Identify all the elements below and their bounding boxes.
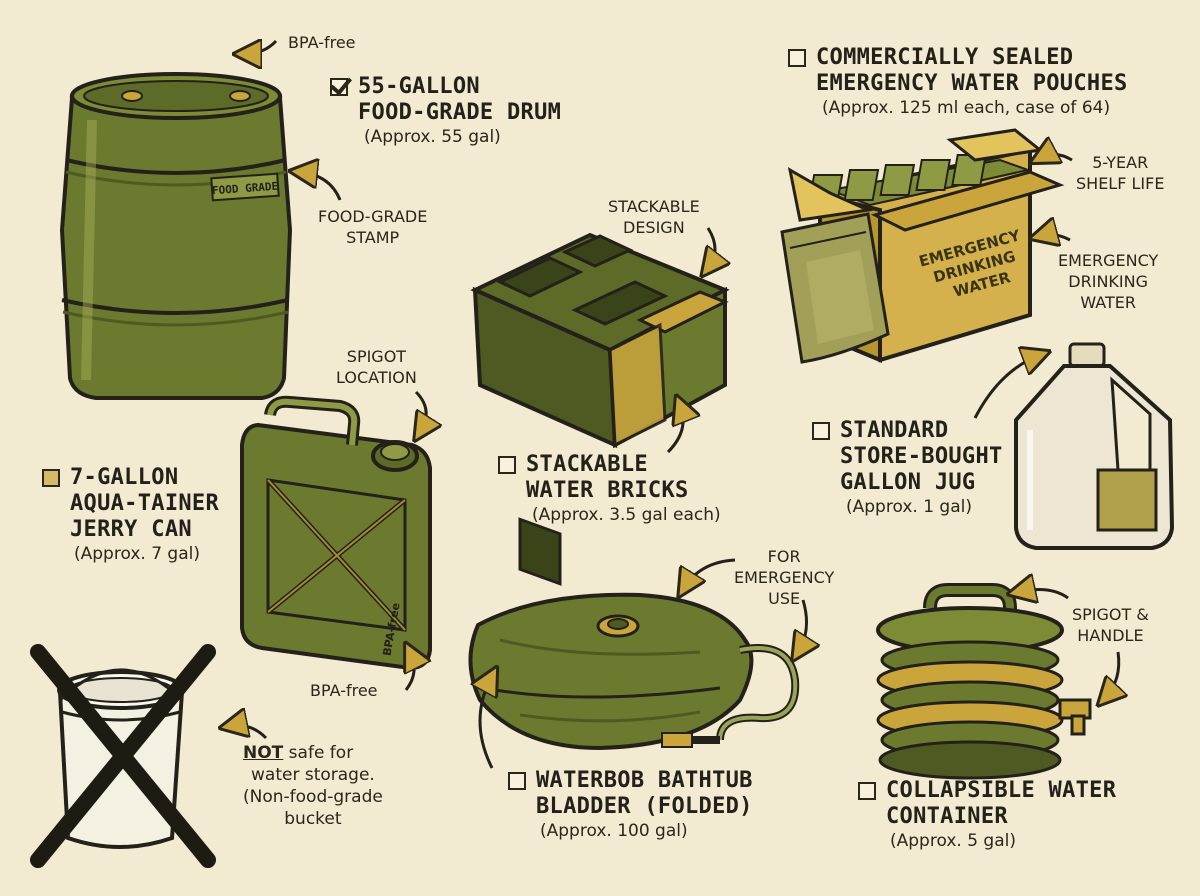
note-shelf-life: 5-YEAR SHELF LIFE [1076,153,1165,193]
bricks-title: STACKABLE WATER BRICKS [526,452,689,503]
item-collapsible: COLLAPSIBLE WATER CONTAINER (Approx. 5 g… [858,778,1116,852]
item-jug: STANDARD STORE-BOUGHT GALLON JUG (Approx… [812,418,1003,518]
waterbob-title: WATERBOB BATHTUB BLADDER (FOLDED) [536,768,753,819]
food-grade-label: FOOD GRADE [212,180,279,198]
pouches-checkbox[interactable] [788,49,806,67]
bucket-warning: NOT safe for water storage. (Non-food-gr… [243,742,383,830]
jug-checkbox[interactable] [812,422,830,440]
jerry-can-title: 7-GALLON AQUA-TAINER JERRY CAN [70,465,219,542]
note-spigot-handle: SPIGOT & HANDLE [1072,605,1149,645]
jerry-can-capacity: (Approx. 7 gal) [74,544,200,564]
jerry-can-checkbox[interactable] [42,469,60,487]
warning-line2: water storage. [251,765,375,785]
warning-not: NOT [243,743,284,763]
note-for-emergency-use: FOR EMERGENCY USE [734,547,835,608]
jerry-can-illustration: BPA-free [240,395,432,671]
jug-title: STANDARD STORE-BOUGHT GALLON JUG [840,418,1003,495]
item-jerry-can: 7-GALLON AQUA-TAINER JERRY CAN (Approx. … [42,465,219,565]
drum-title: 55-GALLON FOOD-GRADE DRUM [358,74,562,125]
drum-checkbox[interactable] [330,78,348,96]
waterbob-checkbox[interactable] [508,772,526,790]
warning-line3: (Non-food-grade [243,787,383,807]
pouches-title: COMMERCIALLY SEALED EMERGENCY WATER POUC… [816,45,1128,96]
gallon-jug-illustration [1014,342,1175,550]
jug-capacity: (Approx. 1 gal) [846,497,972,517]
collapsible-capacity: (Approx. 5 gal) [890,831,1016,851]
item-bricks: STACKABLE WATER BRICKS (Approx. 3.5 gal … [498,452,721,526]
note-spigot-location: SPIGOT LOCATION [336,347,417,387]
note-emergency-water: EMERGENCY DRINKING WATER [1058,251,1159,312]
warning-line4: bucket [284,809,342,829]
item-pouches: COMMERCIALLY SEALED EMERGENCY WATER POUC… [788,45,1128,119]
note-stackable-design: STACKABLE DESIGN [608,197,700,237]
water-bricks-illustration [470,232,730,586]
drum-illustration: FOOD GRADE [59,72,293,400]
pouches-capacity: (Approx. 125 ml each, case of 64) [822,98,1111,118]
warning-line1: safe for [283,743,354,763]
drum-capacity: (Approx. 55 gal) [364,127,501,147]
item-waterbob: WATERBOB BATHTUB BLADDER (FOLDED) (Appro… [508,768,753,842]
cross-out-mark [30,644,216,868]
collapsible-container-illustration [876,583,1092,780]
waterbob-illustration [468,592,800,751]
waterbob-capacity: (Approx. 100 gal) [540,821,688,841]
pouches-box-illustration: EMERGENCY DRINKING WATER [780,128,1065,364]
item-drum: 55-GALLON FOOD-GRADE DRUM (Approx. 55 ga… [330,74,561,148]
collapsible-checkbox[interactable] [858,782,876,800]
bricks-checkbox[interactable] [498,456,516,474]
collapsible-title: COLLAPSIBLE WATER CONTAINER [886,778,1117,829]
note-drum-bpa-free: BPA-free [288,33,356,52]
bricks-capacity: (Approx. 3.5 gal each) [532,505,721,525]
note-jerry-bpa-free: BPA-free [310,681,378,700]
note-food-grade-stamp: FOOD-GRADE STAMP [318,207,428,247]
